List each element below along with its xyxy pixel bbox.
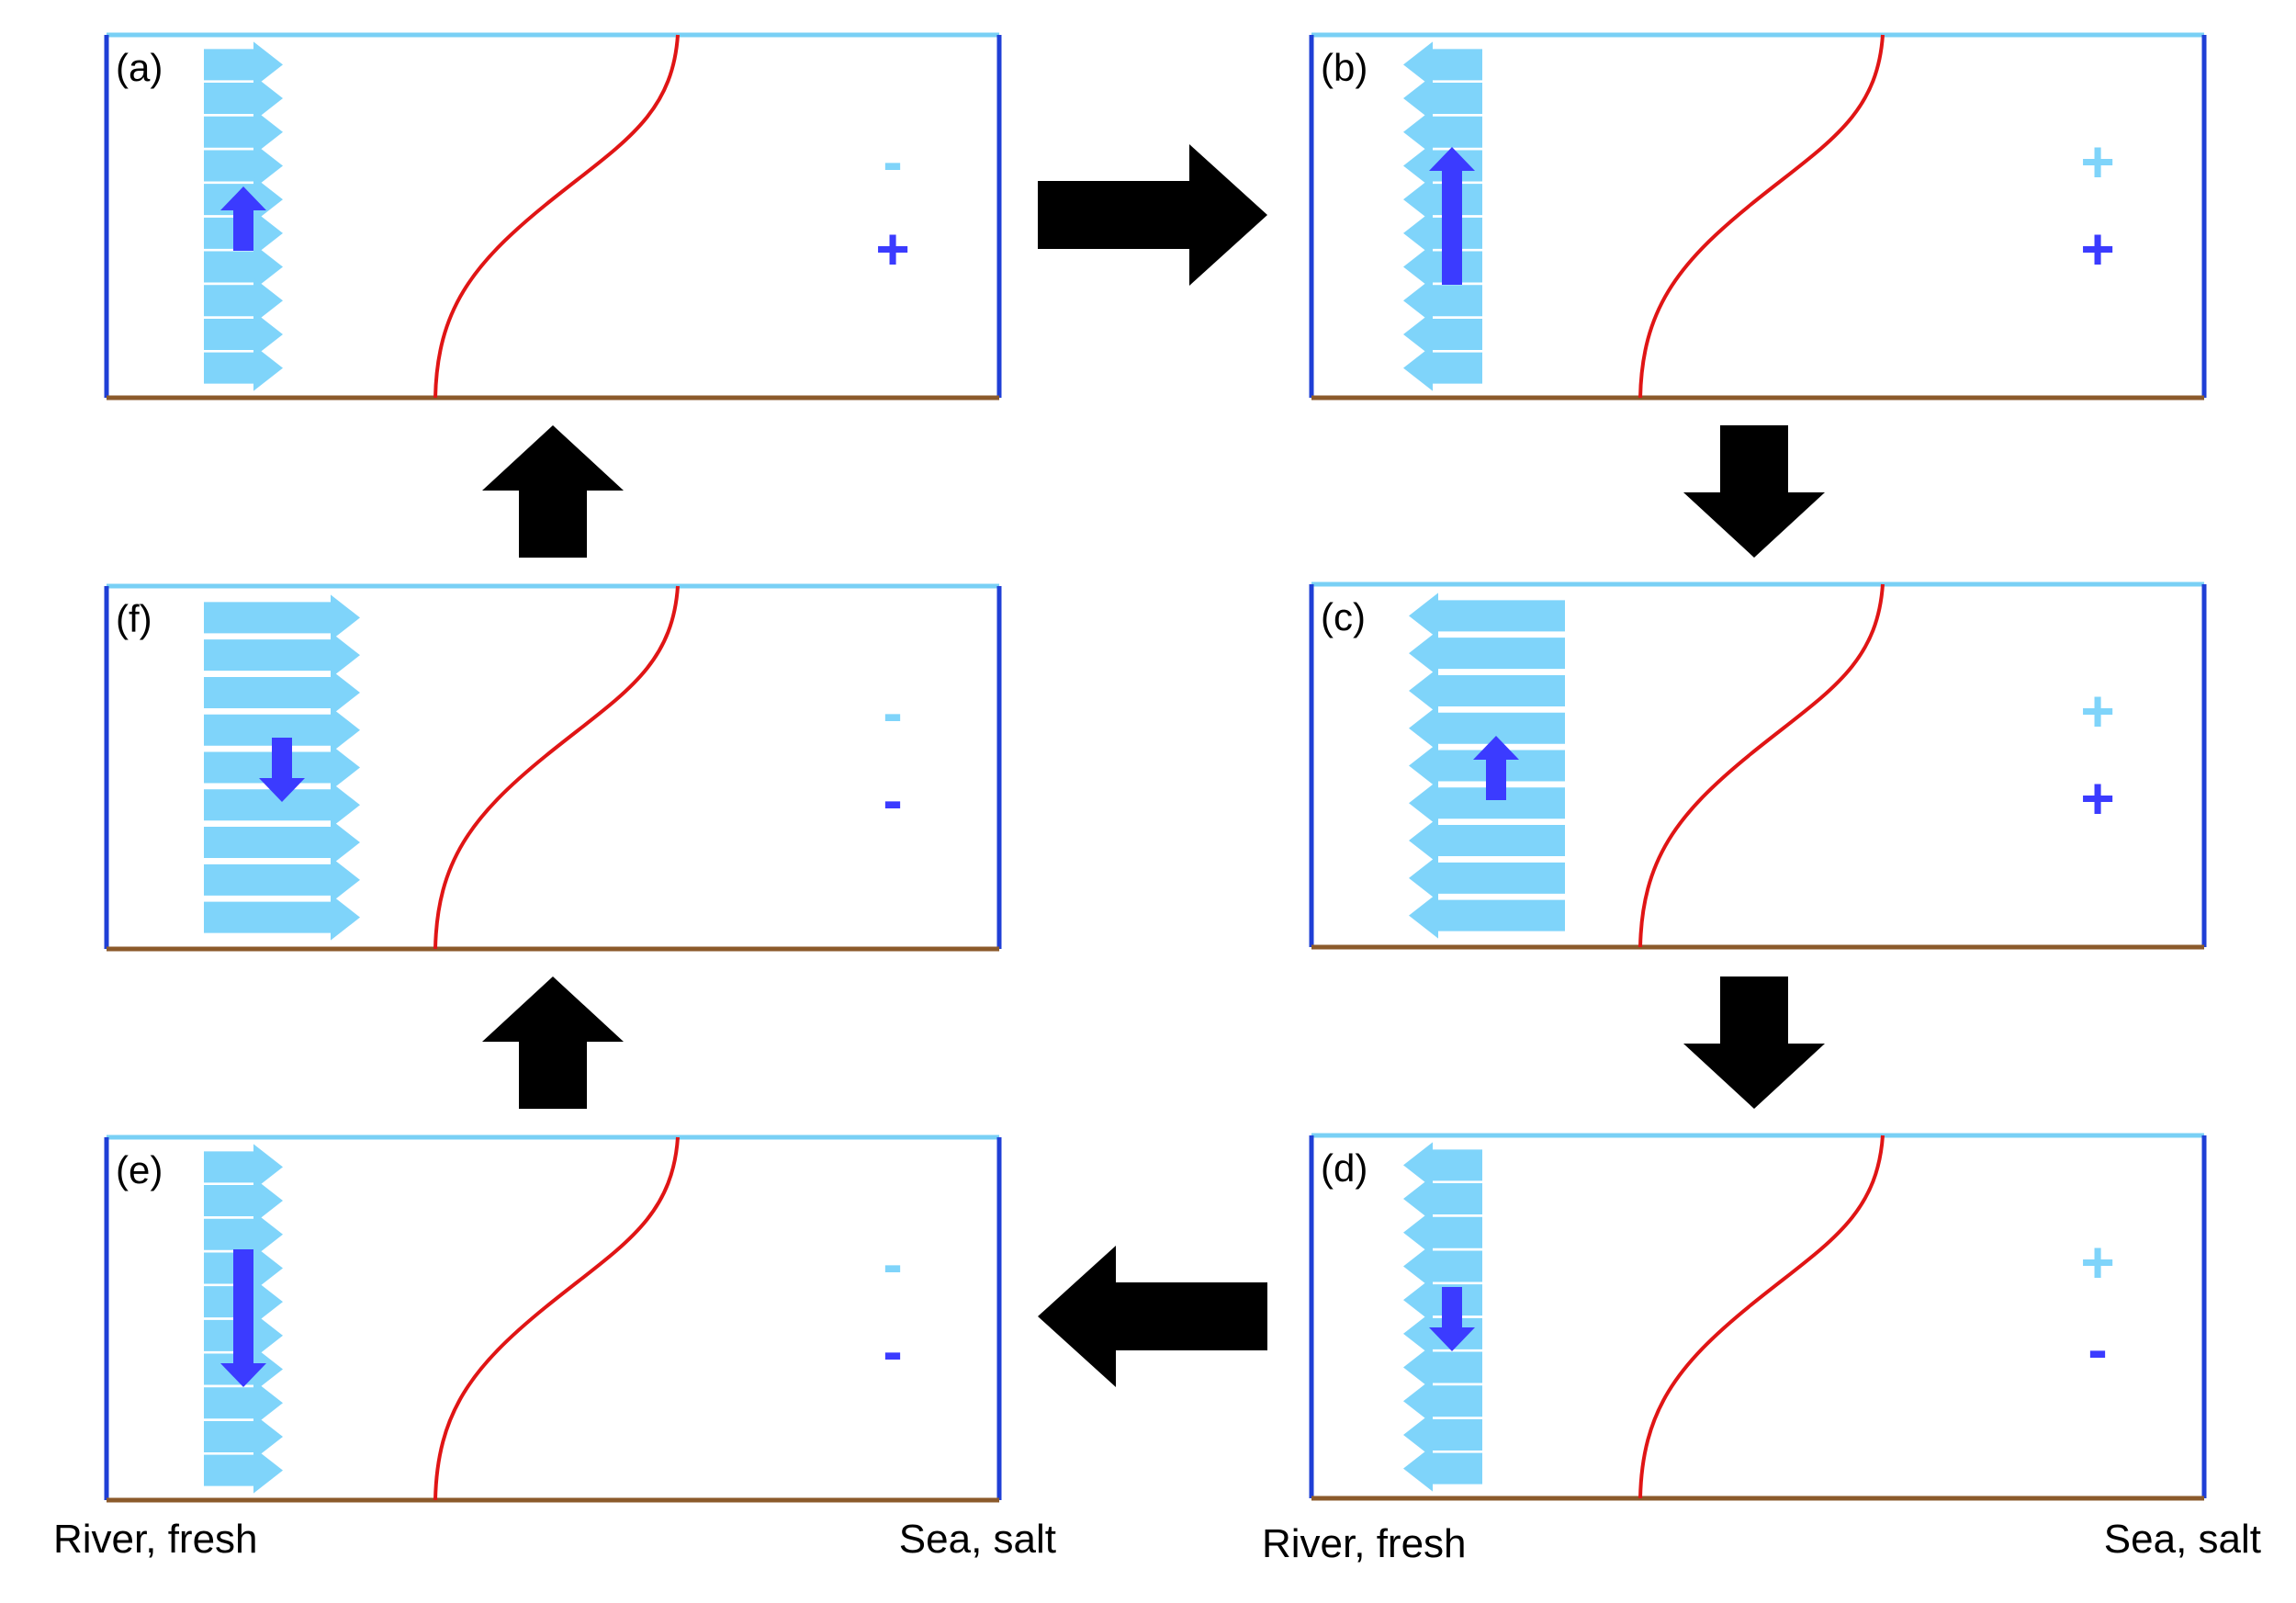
transition-arrow-f-a (482, 425, 624, 558)
flow-arrow-landward (1403, 75, 1482, 122)
panels-layer: (a) - + (b) + + (c) + + (d) + - (e) - - (f) - - (104, 32, 2207, 1503)
flow-arrow-landward (1403, 108, 1482, 155)
flow-arrow-landward (1403, 310, 1482, 357)
salinity-isohaline-curve (433, 1136, 680, 1501)
flow-arrow-landward (1409, 667, 1565, 714)
bottom-sign: - (2088, 1316, 2107, 1383)
flow-arrow-seaward (204, 41, 283, 88)
flow-arrow-landward (1409, 705, 1565, 751)
transition-arrow-a-b (1038, 144, 1267, 286)
panel-a: (a) - + (104, 32, 1002, 401)
flow-arrow-seaward (204, 108, 283, 155)
flow-arrow-seaward (204, 1380, 283, 1427)
flow-arrows (1403, 41, 1482, 391)
flow-arrow-seaward (204, 1178, 283, 1225)
transitions-layer (482, 144, 1825, 1387)
surface-sign: + (2080, 1229, 2114, 1295)
panel-c: (c) + + (1309, 581, 2207, 950)
vertical-arrow-down (220, 1249, 266, 1387)
transition-arrow-d-e (1038, 1246, 1267, 1387)
flow-arrow-seaward (204, 344, 283, 391)
flow-arrow-landward (1409, 630, 1565, 677)
surface-sign: - (883, 680, 902, 746)
flow-arrow-seaward (204, 819, 360, 866)
flow-arrow-landward (1403, 1344, 1482, 1391)
transition-arrow-c-d (1683, 976, 1825, 1109)
panel-label-c: (c) (1321, 595, 1366, 638)
transition-arrow-b-c (1683, 425, 1825, 558)
flow-arrow-seaward (204, 1211, 283, 1258)
flow-arrow-seaward (204, 277, 283, 324)
flow-arrow-landward (1403, 1243, 1482, 1290)
label-right-sea: Sea, salt (2104, 1517, 2261, 1562)
salinity-isohaline-curve (433, 34, 680, 399)
panel-label-e: (e) (116, 1148, 163, 1191)
bottom-sign: + (875, 216, 909, 282)
vertical-arrow-up (1429, 147, 1475, 285)
flow-arrow-landward (1409, 892, 1565, 939)
flow-arrow-landward (1403, 277, 1482, 324)
flow-arrow-landward (1403, 344, 1482, 391)
flow-arrow-seaward (204, 243, 283, 290)
flow-arrow-landward (1403, 41, 1482, 88)
flow-arrows (204, 594, 360, 941)
bottom-sign: - (883, 1318, 902, 1384)
flow-arrow-seaward (204, 594, 360, 641)
flow-arrow-seaward (204, 1447, 283, 1494)
flow-arrow-seaward (204, 669, 360, 716)
flow-arrow-landward (1403, 1209, 1482, 1256)
panel-e: (e) - - (104, 1135, 1002, 1503)
label-left-river: River, fresh (53, 1517, 258, 1562)
flow-arrow-landward (1403, 1176, 1482, 1223)
panel-b: (b) + + (1309, 32, 2207, 401)
bottom-sign: - (883, 767, 902, 833)
flow-arrow-landward (1409, 780, 1565, 827)
flow-arrow-seaward (204, 1144, 283, 1191)
flow-arrow-landward (1403, 1378, 1482, 1425)
flow-arrow-seaward (204, 632, 360, 679)
panel-label-b: (b) (1321, 46, 1367, 89)
label-right-river: River, fresh (1262, 1521, 1467, 1566)
surface-sign: - (883, 129, 902, 195)
vertical-arrow-down (259, 738, 305, 802)
flow-arrow-seaward (204, 142, 283, 189)
flow-arrow-seaward (204, 75, 283, 122)
flow-arrows (1409, 593, 1565, 939)
vertical-arrow-up (1473, 736, 1519, 800)
panel-f: (f) - - (104, 583, 1002, 952)
flow-arrow-seaward (204, 856, 360, 903)
panel-label-f: (f) (116, 597, 152, 640)
surface-sign: + (2080, 678, 2114, 744)
flow-arrows (1403, 1142, 1482, 1492)
surface-sign: + (2080, 129, 2114, 195)
salinity-isohaline-curve (1638, 1135, 1885, 1499)
bottom-sign: + (2080, 765, 2114, 831)
flow-arrow-landward (1403, 1445, 1482, 1492)
flow-arrow-landward (1409, 593, 1565, 639)
transition-arrow-e-f (482, 976, 624, 1109)
panel-d: (d) + - (1309, 1133, 2207, 1501)
salinity-isohaline-curve (1638, 34, 1885, 399)
flow-arrow-landward (1403, 1411, 1482, 1458)
flow-arrow-seaward (204, 894, 360, 941)
flow-arrow-seaward (204, 1413, 283, 1460)
flow-arrow-landward (1409, 818, 1565, 864)
vertical-arrow-up (220, 186, 266, 251)
salinity-isohaline-curve (1638, 583, 1885, 948)
panel-label-a: (a) (116, 46, 163, 89)
flow-arrow-seaward (204, 782, 360, 829)
flow-arrow-seaward (204, 706, 360, 753)
vertical-arrow-down (1429, 1287, 1475, 1351)
salinity-isohaline-curve (433, 585, 680, 950)
label-left-sea: Sea, salt (899, 1517, 1056, 1562)
flow-arrow-landward (1403, 1142, 1482, 1189)
surface-sign: - (883, 1231, 902, 1297)
bottom-sign: + (2080, 216, 2114, 282)
flow-arrow-seaward (204, 310, 283, 357)
flow-arrow-landward (1409, 854, 1565, 901)
panel-label-d: (d) (1321, 1146, 1367, 1190)
